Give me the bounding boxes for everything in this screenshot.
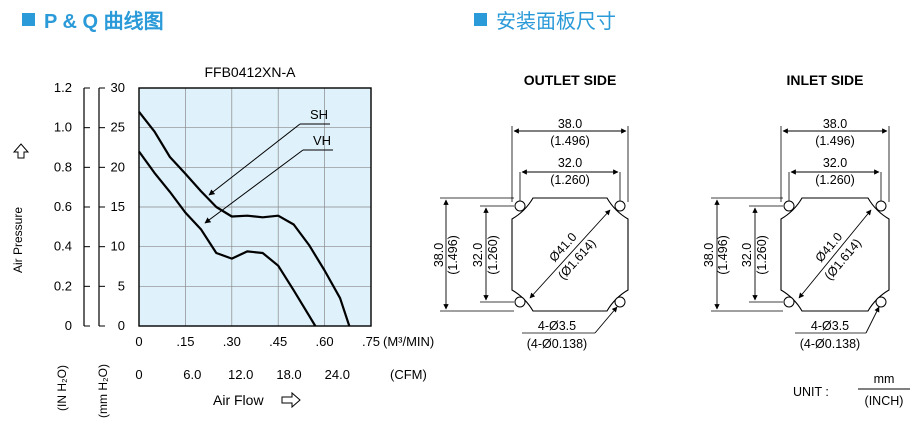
- outlet-side-title: OUTLET SIDE: [524, 72, 617, 88]
- mounting-hole: [614, 296, 626, 308]
- cfm-unit-label: (CFM): [390, 367, 427, 382]
- overall-width-inch: (1.496): [550, 134, 590, 148]
- mm-h2o-tick-label: 20: [111, 159, 125, 174]
- m3-tick-label: .30: [223, 334, 241, 349]
- chart-title: FFB0412XN-A: [204, 64, 296, 80]
- square-bullet-icon: [474, 12, 487, 26]
- mm-h2o-tick-label: 15: [111, 199, 125, 214]
- vh-leader-arrow: [204, 149, 304, 224]
- overall-width-mm: 38.0: [823, 117, 847, 131]
- inlet-side-drawing: INLET SIDE 38.0 (1.496) 32.0 (1.260) 38.…: [702, 72, 910, 408]
- overall-width-inch: (1.496): [815, 134, 855, 148]
- in-h2o-tick-label: 0.6: [54, 199, 72, 214]
- vh-curve-label: VH: [313, 133, 331, 148]
- series-line-sh: [138, 111, 351, 327]
- mm-h2o-tick-label: 10: [111, 239, 125, 254]
- grid-lines: [139, 88, 371, 326]
- cfm-ticks: 0 6.0 12.0 18.0 24.0: [135, 367, 350, 382]
- mounting-hole: [783, 296, 795, 308]
- mounting-hole: [514, 200, 526, 212]
- hole-pitch-width-mm: 32.0: [558, 156, 582, 170]
- m3-tick-label: .15: [176, 334, 194, 349]
- mounting-hole: [514, 296, 526, 308]
- hole-pitch-width-inch: (1.260): [815, 173, 855, 187]
- unit-mm: mm: [874, 372, 895, 386]
- overall-height-inch: (1.496): [716, 235, 730, 275]
- diameter-dim: [529, 209, 611, 299]
- plot-frame: [138, 87, 372, 327]
- m3-origin-label: 0: [135, 334, 142, 349]
- square-bullet-icon: [22, 12, 35, 26]
- sh-curve-label: SH: [310, 107, 328, 122]
- in-h2o-tick-label: 0: [65, 318, 72, 333]
- cfm-tick-label: 6.0: [183, 367, 201, 382]
- m3-tick-label: .45: [269, 334, 287, 349]
- holes-mm: 4-Ø3.5: [811, 319, 849, 333]
- cfm-tick-label: 24.0: [325, 367, 350, 382]
- mm-h2o-tick-label: 0: [118, 318, 125, 333]
- hole-pitch-width-inch: (1.260): [550, 173, 590, 187]
- in-h2o-tick-label: 0.4: [54, 239, 72, 254]
- hole-pitch-height-mm: 32.0: [740, 243, 754, 267]
- holes-inch: (4-Ø0.138): [800, 337, 860, 351]
- pq-curve-title: P & Q 曲线图: [44, 10, 164, 33]
- outlet-side-drawing: OUTLET SIDE 38.0 (1.496) 32.0 (1.260) 38…: [432, 72, 629, 351]
- inlet-side-title: INLET SIDE: [786, 72, 863, 88]
- m3-tick-label: .75: [362, 334, 380, 349]
- hole-pitch-height-inch: (1.260): [755, 235, 769, 275]
- unit-inch: (INCH): [865, 394, 904, 408]
- cfm-tick-label: 18.0: [276, 367, 301, 382]
- hole-pitch-height-mm: 32.0: [471, 243, 485, 267]
- overall-height-mm: 38.0: [702, 243, 716, 267]
- in-h2o-tick-label: 1.0: [54, 120, 72, 135]
- in-h2o-tick-label: 1.2: [54, 80, 72, 95]
- x-axis-title: Air Flow: [213, 392, 264, 408]
- overall-height-inch: (1.496): [446, 235, 460, 275]
- mounting-hole: [875, 296, 887, 308]
- mm-h2o-unit-label: (mm H₂O): [96, 364, 110, 418]
- hole-pitch-height-inch: (1.260): [486, 235, 500, 275]
- in-h2o-unit-label: (IN H₂O): [55, 365, 69, 411]
- overall-height-mm: 38.0: [432, 243, 446, 267]
- cfm-tick-label: 0: [135, 367, 142, 382]
- in-h2o-ticks: 1.2 1.0 0.8 0.6 0.4 0.2 0: [54, 80, 90, 333]
- mounting-hole: [783, 200, 795, 212]
- series-line-vh: [138, 150, 317, 327]
- mm-h2o-tick-label: 30: [111, 80, 125, 95]
- hole-callout-arrow: [865, 306, 880, 334]
- hole-pitch-width-mm: 32.0: [823, 156, 847, 170]
- holes-mm: 4-Ø3.5: [538, 319, 576, 333]
- right-arrow-icon: [281, 391, 301, 409]
- mm-h2o-ticks: 30 25 20 15 10 5 0: [99, 80, 125, 333]
- mounting-panel-title: 安装面板尺寸: [496, 10, 616, 33]
- pq-chart: FFB0412XN-A 1.2 1.0 0.8 0.6 0.4 0.2 0 30 25 20 15…: [11, 64, 434, 418]
- y-axis-title: Air Pressure: [11, 207, 25, 273]
- mounting-panel-header: 安装面板尺寸: [474, 6, 616, 33]
- m3-ticks: .15 .30 .45 .60 .75: [176, 334, 380, 349]
- hole-callout-arrow: [594, 306, 618, 334]
- mm-h2o-tick-label: 25: [111, 120, 125, 135]
- series-group: [138, 111, 351, 327]
- m3-tick-label: .60: [316, 334, 334, 349]
- mounting-hole: [875, 200, 887, 212]
- overall-width-mm: 38.0: [558, 117, 582, 131]
- unit-label: UNIT :: [793, 385, 829, 399]
- in-h2o-tick-label: 0.2: [54, 278, 72, 293]
- up-arrow-icon: [12, 143, 30, 159]
- in-h2o-tick-label: 0.8: [54, 159, 72, 174]
- mm-h2o-tick-label: 5: [118, 278, 125, 293]
- pq-curve-header: P & Q 曲线图: [22, 6, 164, 33]
- cfm-tick-label: 12.0: [228, 367, 253, 382]
- mounting-hole: [614, 200, 626, 212]
- m3-unit-label: (M³/MIN): [383, 334, 434, 349]
- sh-leader-arrow: [208, 123, 301, 196]
- holes-inch: (4-Ø0.138): [527, 337, 587, 351]
- diameter-dim: [798, 209, 872, 299]
